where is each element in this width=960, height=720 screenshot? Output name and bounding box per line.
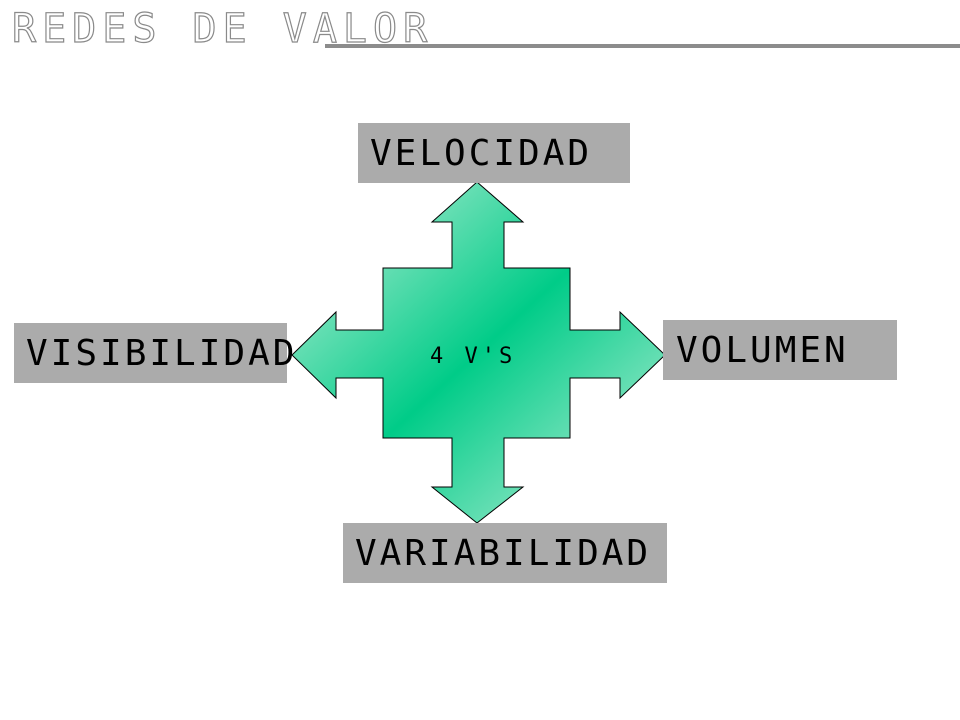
label-variabilidad: VARIABILIDAD bbox=[343, 523, 667, 583]
label-velocidad-text: VELOCIDAD bbox=[370, 132, 593, 174]
label-velocidad: VELOCIDAD bbox=[358, 123, 630, 183]
label-visibilidad-text: VISIBILIDAD bbox=[26, 332, 298, 374]
label-variabilidad-text: VARIABILIDAD bbox=[355, 532, 652, 574]
title-divider bbox=[325, 44, 960, 48]
label-volumen-text: VOLUMEN bbox=[676, 329, 849, 371]
center-label: 4 V'S bbox=[430, 344, 517, 369]
label-visibilidad: VISIBILIDAD bbox=[14, 323, 294, 383]
label-volumen: VOLUMEN bbox=[663, 320, 897, 380]
